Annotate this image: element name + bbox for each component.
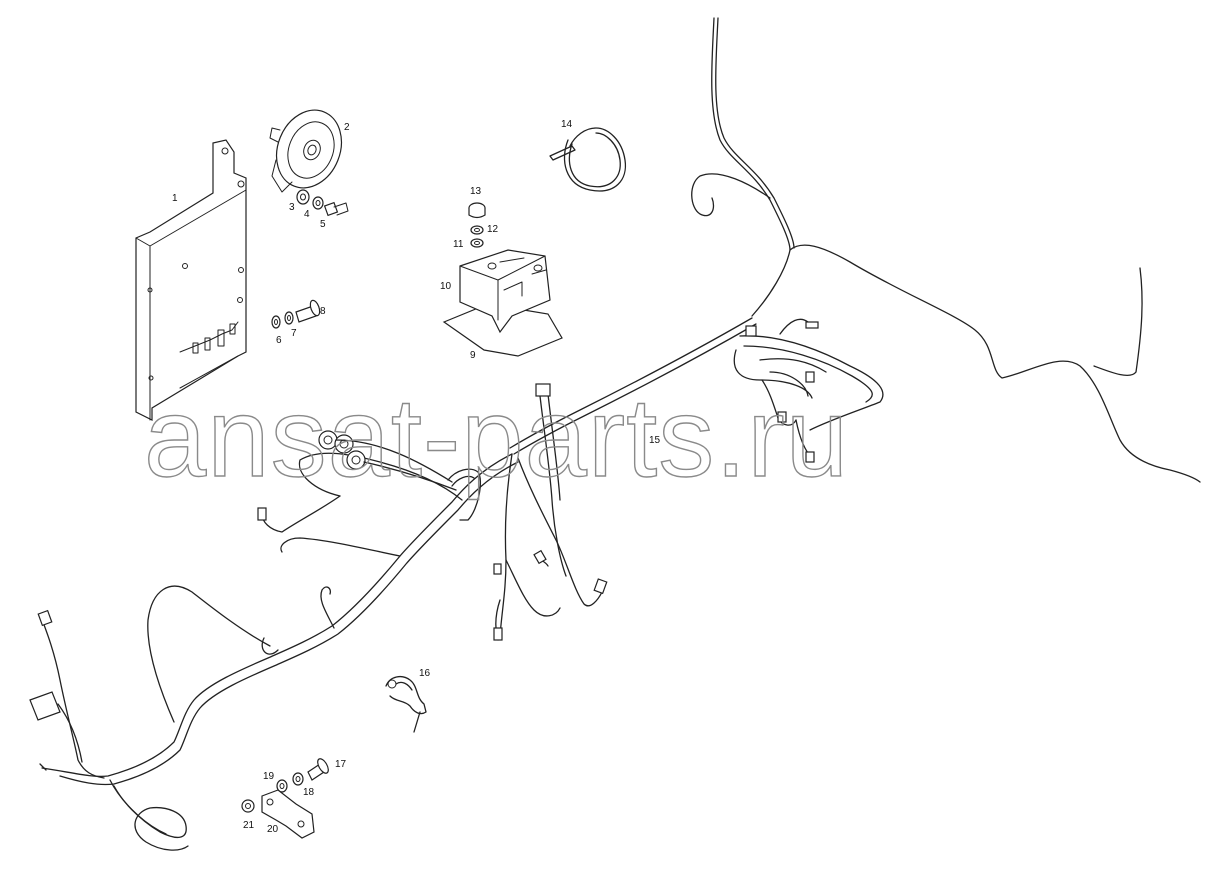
- part-washer-4: [312, 196, 324, 210]
- part-washer-19: [276, 779, 288, 793]
- part-bolt-5: [323, 201, 349, 217]
- callout-6: 6: [276, 335, 282, 346]
- callout-19: 19: [263, 771, 275, 782]
- callout-labels: 1 2 3 4 5 6 7 8 9 10 11 12 13 14 15 16 1…: [172, 119, 661, 835]
- part-clamp-16: [385, 675, 427, 733]
- callout-2: 2: [344, 122, 350, 133]
- callout-8: 8: [320, 306, 326, 317]
- part-nut-21: [241, 799, 255, 813]
- callout-9: 9: [470, 350, 476, 361]
- part-relay-bracket-10: [459, 249, 551, 334]
- callout-21: 21: [243, 820, 255, 831]
- part-bolt-13: [468, 202, 486, 219]
- part-bracket-20: [261, 789, 315, 839]
- callout-17: 17: [335, 759, 347, 770]
- callout-13: 13: [470, 186, 482, 197]
- callout-18: 18: [303, 787, 315, 798]
- callout-16: 16: [419, 668, 431, 679]
- part-horn: [269, 109, 343, 193]
- part-washer-11: [470, 238, 484, 248]
- callout-10: 10: [440, 281, 452, 292]
- part-washer-7: [284, 311, 294, 325]
- part-bolt-17: [307, 758, 329, 781]
- part-washer-18: [292, 772, 304, 786]
- callout-5: 5: [320, 219, 326, 230]
- callout-11: 11: [453, 239, 464, 250]
- part-washer-6: [271, 315, 281, 329]
- part-mounting-bracket: [135, 139, 247, 421]
- callout-7: 7: [291, 328, 297, 339]
- callout-14: 14: [561, 119, 573, 130]
- callout-15: 15: [649, 435, 661, 446]
- part-washer-3: [296, 189, 310, 205]
- callout-3: 3: [289, 202, 295, 213]
- callout-4: 4: [304, 209, 310, 220]
- callout-20: 20: [267, 824, 279, 835]
- part-bolt-8: [295, 299, 321, 323]
- watermark-text: ansat-parts.ru: [144, 375, 849, 500]
- part-wiring-harness-15: [29, 17, 1201, 851]
- callout-1: 1: [172, 193, 178, 204]
- part-washer-12: [470, 225, 484, 235]
- part-cable-tie-14: [549, 127, 627, 192]
- callout-12: 12: [487, 224, 499, 235]
